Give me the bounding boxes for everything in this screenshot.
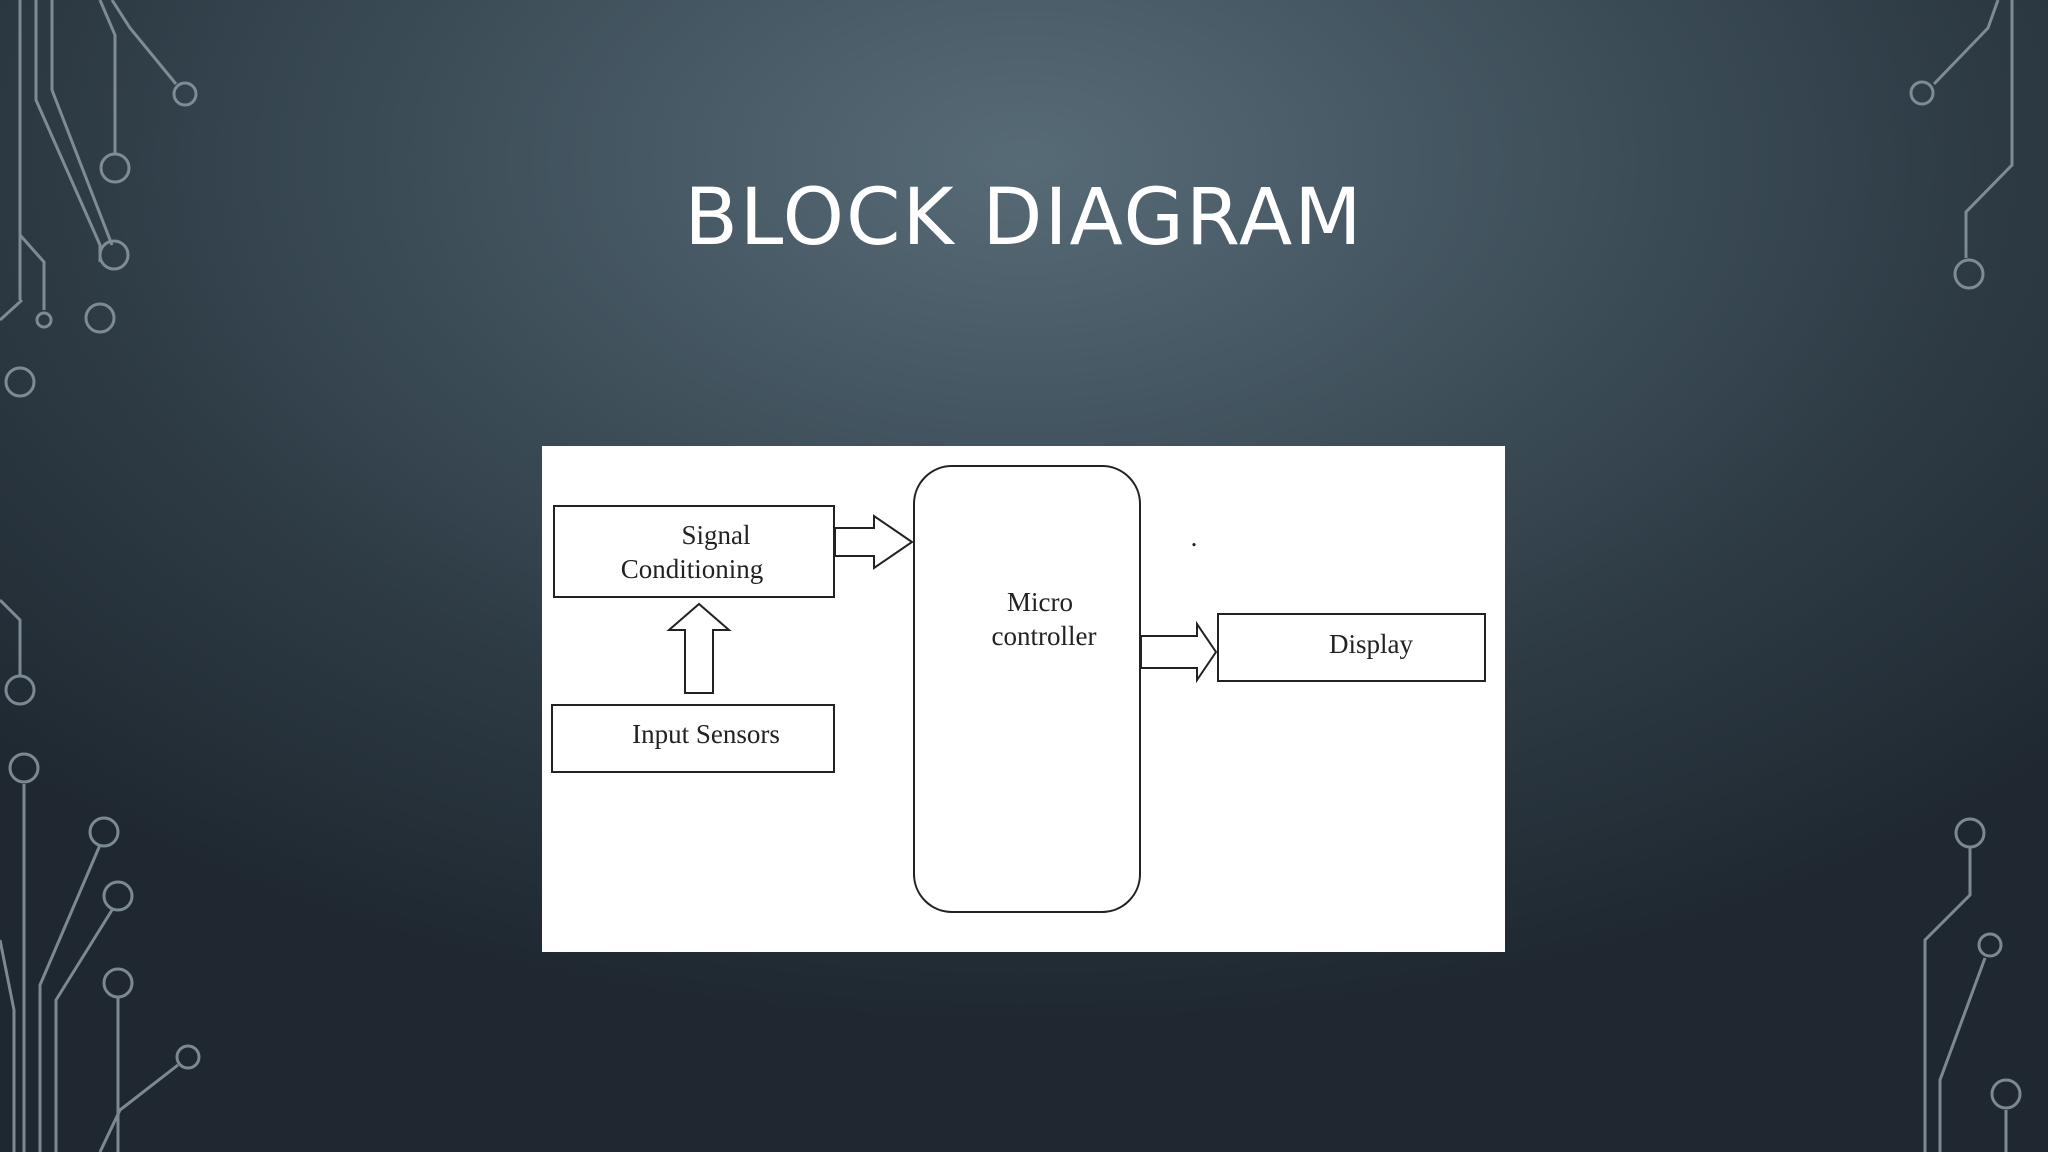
circuit-trace: [1923, 848, 1972, 1152]
circuit-trace: [1932, 0, 2000, 86]
circuit-node: [4, 366, 36, 398]
circuit-trace: [0, 598, 22, 675]
input-sensors-block: [551, 704, 835, 773]
circuit-trace: [110, 0, 178, 85]
arrow-micro-to-display: [1140, 620, 1218, 684]
circuit-node: [1990, 1078, 2022, 1110]
circuit-trace: [50, 0, 114, 246]
display-label: Display: [1329, 629, 1413, 659]
circuit-node: [172, 81, 198, 107]
circuit-node: [4, 674, 36, 706]
microcontroller-block: [913, 465, 1141, 913]
circuit-trace: [0, 939, 16, 1152]
circuit-trace: [98, 1063, 179, 1152]
circuit-trace: [1938, 957, 1987, 1152]
circuit-trace: [1964, 0, 2014, 258]
display-block: [1217, 613, 1486, 682]
circuit-node: [98, 239, 130, 271]
circuit-node: [84, 302, 116, 334]
input-sensors-label: Input Sensors: [632, 719, 780, 749]
slide-title: BLOCK DIAGRAM: [684, 173, 1364, 263]
signal-conditioning-label-line1: Signal: [681, 520, 750, 550]
circuit-node: [102, 967, 134, 999]
circuit-node: [1954, 817, 1986, 849]
arrow-conditioning-to-micro: [834, 514, 914, 570]
circuit-node: [8, 752, 40, 784]
circuit-trace: [54, 909, 114, 1152]
arrow-sensors-to-conditioning: [666, 602, 732, 694]
circuit-node: [175, 1044, 201, 1070]
microcontroller-label-line1: Micro: [1007, 587, 1073, 617]
block-diagram-panel: Signal Conditioning Input Sensors Micro …: [542, 446, 1505, 952]
circuit-node: [1977, 932, 2003, 958]
block-diagram: Signal Conditioning Input Sensors Micro …: [551, 465, 1486, 913]
signal-conditioning-label-line2: Conditioning: [621, 554, 764, 584]
circuit-node: [35, 311, 53, 329]
circuit-node: [102, 880, 134, 912]
circuit-trace: [0, 298, 24, 322]
microcontroller-label-line2: controller: [992, 621, 1097, 651]
circuit-trace: [18, 234, 46, 310]
circuit-node: [1909, 80, 1935, 106]
circuit-trace: [38, 844, 102, 1152]
stray-mark: .: [1191, 522, 1198, 552]
circuit-node: [1953, 258, 1985, 290]
circuit-node: [99, 152, 131, 184]
circuit-trace: [98, 0, 117, 155]
circuit-node: [88, 816, 120, 848]
